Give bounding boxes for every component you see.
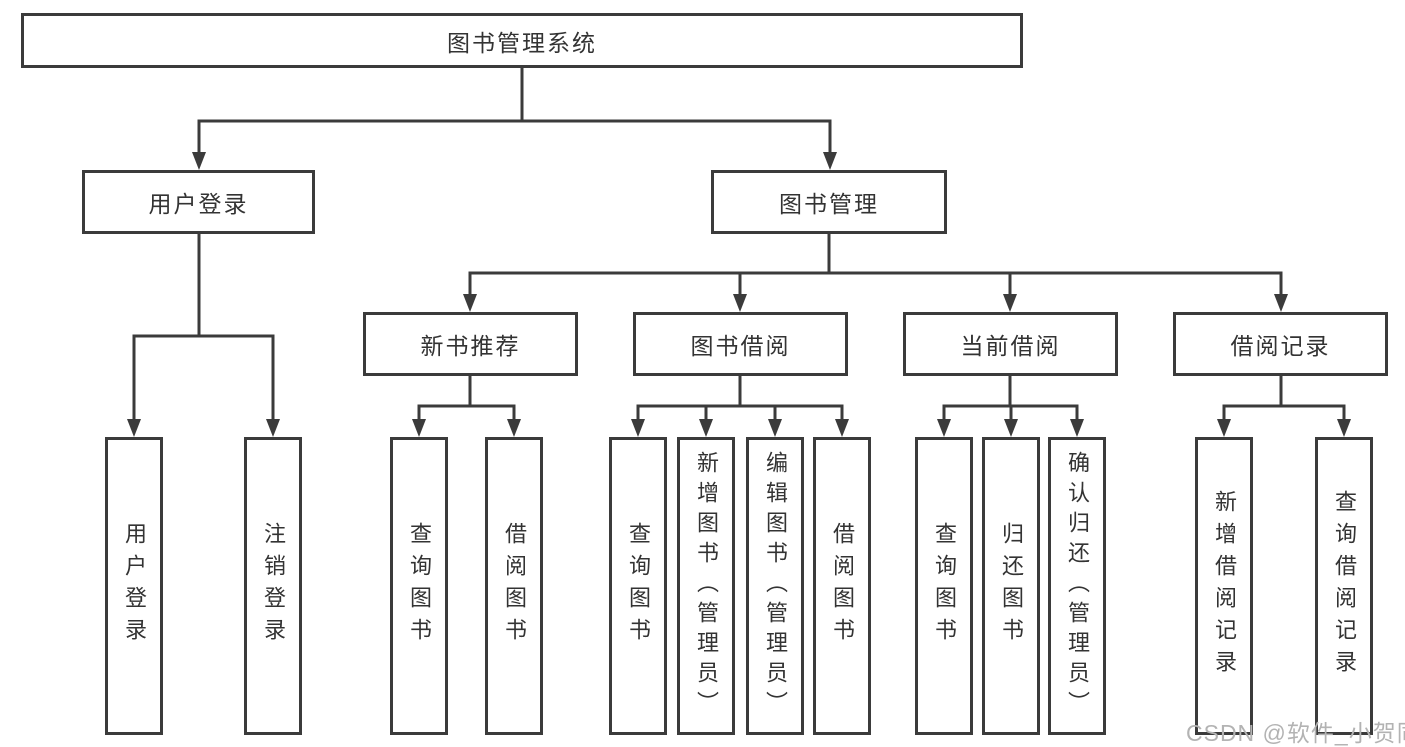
leaf-borrow-books-borrowing: 借阅图书 — [813, 437, 871, 735]
leaf-confirm-return-admin: 确认归还（管理员） — [1048, 437, 1106, 735]
leaf-label: 确认归还（管理员） — [1065, 451, 1090, 721]
csdn-watermark: CSDN @软件_小贺同学 — [1186, 720, 1405, 746]
node-borrowing-records: 借阅记录 — [1173, 312, 1388, 376]
leaf-label: 借阅图书 — [502, 522, 527, 650]
leaf-label: 用户登录 — [122, 522, 147, 650]
leaf-label: 新增借阅记录 — [1212, 490, 1237, 682]
leaf-query-books-recommend: 查询图书 — [390, 437, 448, 735]
arrowheads — [127, 152, 1351, 437]
leaf-label: 归还图书 — [999, 522, 1024, 650]
leaf-add-books-admin: 新增图书（管理员） — [677, 437, 735, 735]
node-label: 借阅记录 — [1230, 333, 1331, 359]
node-label: 当前借阅 — [960, 333, 1061, 359]
node-label: 用户登录 — [148, 191, 249, 217]
node-new-book-recommendation: 新书推荐 — [363, 312, 578, 376]
leaf-user-login: 用户登录 — [105, 437, 163, 735]
leaf-label: 查询图书 — [407, 522, 432, 650]
leaf-label: 查询借阅记录 — [1332, 490, 1357, 682]
leaf-borrow-books-recommend: 借阅图书 — [485, 437, 543, 735]
node-library-management-system: 图书管理系统 — [21, 13, 1023, 68]
node-current-borrowing: 当前借阅 — [903, 312, 1118, 376]
leaf-query-books-current: 查询图书 — [915, 437, 973, 735]
leaf-query-borrow-record: 查询借阅记录 — [1315, 437, 1373, 735]
node-label: 新书推荐 — [420, 333, 521, 359]
leaf-label: 查询图书 — [626, 522, 651, 650]
node-label: 图书管理系统 — [447, 29, 597, 56]
leaf-label: 新增图书（管理员） — [694, 451, 719, 721]
leaf-label: 注销登录 — [261, 522, 286, 650]
node-book-management: 图书管理 — [711, 170, 947, 234]
leaf-label: 借阅图书 — [830, 522, 855, 650]
leaf-label: 查询图书 — [932, 522, 957, 650]
node-book-borrowing: 图书借阅 — [633, 312, 848, 376]
node-user-login: 用户登录 — [82, 170, 315, 234]
leaf-query-books-borrowing: 查询图书 — [609, 437, 667, 735]
node-label: 图书借阅 — [690, 333, 791, 359]
leaf-logout: 注销登录 — [244, 437, 302, 735]
leaf-add-borrow-record: 新增借阅记录 — [1195, 437, 1253, 735]
node-label: 图书管理 — [779, 191, 879, 217]
leaf-return-books: 归还图书 — [982, 437, 1040, 735]
leaf-label: 编辑图书（管理员） — [763, 451, 788, 721]
leaf-edit-books-admin: 编辑图书（管理员） — [746, 437, 804, 735]
